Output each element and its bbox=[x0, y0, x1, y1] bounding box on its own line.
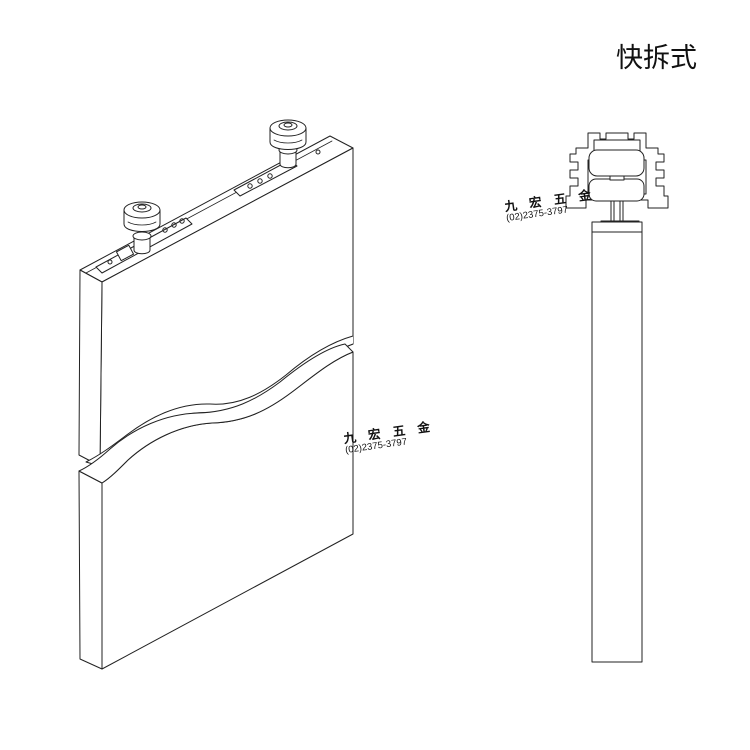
roller-front bbox=[123, 201, 161, 255]
roller-stem bbox=[610, 200, 624, 222]
roller-back bbox=[269, 119, 307, 169]
door-panel-isometric bbox=[78, 119, 354, 670]
lower-panel-side bbox=[78, 470, 103, 670]
roller-wheel-upper bbox=[588, 149, 645, 177]
upper-panel-side bbox=[78, 269, 103, 467]
track-cross-section bbox=[565, 132, 669, 663]
panel-section bbox=[591, 221, 643, 663]
roller-wheel-lower bbox=[588, 178, 645, 202]
lower-panel-wave-top bbox=[78, 343, 354, 484]
page-title: 快拆式 bbox=[616, 43, 697, 74]
mount-plate-back bbox=[233, 159, 298, 197]
